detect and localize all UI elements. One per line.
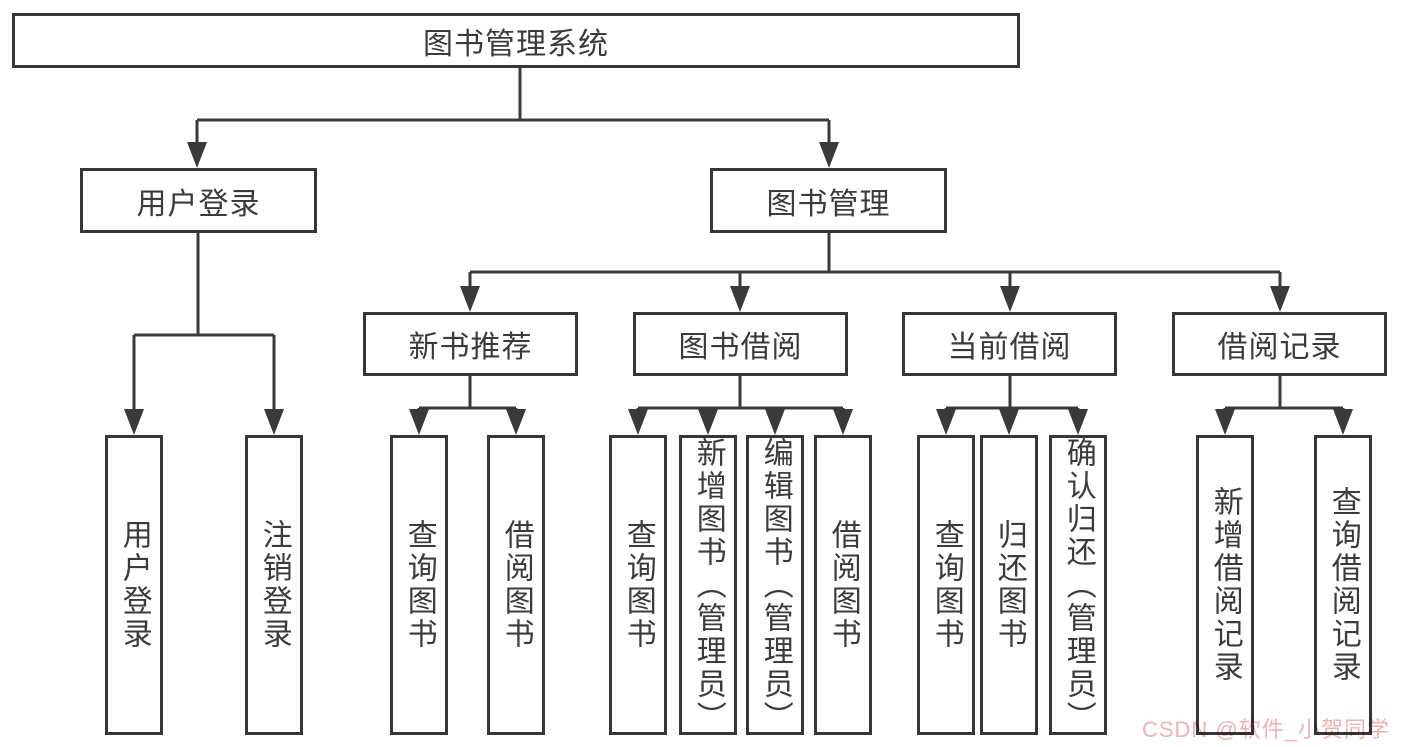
leaf-label: 新增图书（管理员） xyxy=(691,436,725,734)
leaf-edit-books-admin: 编辑图书（管理员） xyxy=(746,435,804,735)
node-book-borrowing: 图书借阅 xyxy=(633,312,848,376)
leaf-add-borrow-record: 新增借阅记录 xyxy=(1196,435,1254,735)
leaf-label: 确认归还（管理员） xyxy=(1061,436,1095,734)
leaf-add-books-admin: 新增图书（管理员） xyxy=(679,435,737,735)
node-user-login: 用户登录 xyxy=(80,168,317,233)
node-current-borrowing: 当前借阅 xyxy=(902,312,1117,376)
leaf-label: 查询图书 xyxy=(402,519,436,651)
leaf-user-login: 用户登录 xyxy=(105,435,163,735)
node-label: 借阅记录 xyxy=(1217,331,1342,364)
node-new-book-recommendation: 新书推荐 xyxy=(363,312,578,376)
leaf-label: 注销登录 xyxy=(257,519,291,651)
leaf-query-books-recommend: 查询图书 xyxy=(390,435,448,735)
node-label: 图书管理 xyxy=(766,187,891,221)
leaf-logout: 注销登录 xyxy=(245,435,303,735)
node-label: 新书推荐 xyxy=(408,331,533,364)
node-borrowing-records: 借阅记录 xyxy=(1172,312,1387,376)
leaf-label: 借阅图书 xyxy=(499,519,533,651)
node-label: 图书借阅 xyxy=(678,331,803,364)
leaf-label: 查询图书 xyxy=(929,519,963,651)
node-book-management: 图书管理 xyxy=(710,168,947,233)
leaf-label: 编辑图书（管理员） xyxy=(758,436,792,734)
leaf-confirm-return-admin: 确认归还（管理员） xyxy=(1049,435,1107,735)
leaf-borrow-books-recommend: 借阅图书 xyxy=(487,435,545,735)
leaf-label: 用户登录 xyxy=(117,519,151,651)
node-label: 图书管理系统 xyxy=(423,27,609,61)
node-library-management-system: 图书管理系统 xyxy=(12,13,1020,68)
node-label: 当前借阅 xyxy=(947,331,1072,364)
leaf-query-borrow-record: 查询借阅记录 xyxy=(1314,435,1372,735)
leaf-query-books-current: 查询图书 xyxy=(917,435,975,735)
leaf-borrow-books: 借阅图书 xyxy=(814,435,872,735)
leaf-label: 查询图书 xyxy=(621,519,655,651)
leaf-query-books-borrow: 查询图书 xyxy=(609,435,667,735)
leaf-label: 新增借阅记录 xyxy=(1208,486,1242,684)
leaf-label: 归还图书 xyxy=(992,519,1026,651)
leaf-return-books: 归还图书 xyxy=(980,435,1038,735)
watermark: CSDN @软件_小贺同学 xyxy=(1141,717,1390,742)
leaf-label: 借阅图书 xyxy=(826,519,860,651)
node-label: 用户登录 xyxy=(136,187,261,221)
leaf-label: 查询借阅记录 xyxy=(1326,486,1360,684)
